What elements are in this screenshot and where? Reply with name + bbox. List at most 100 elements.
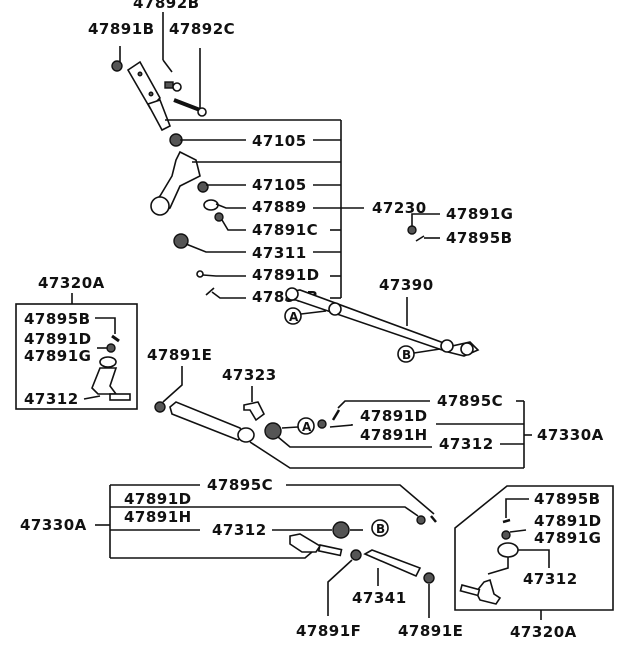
- clamp-47323: [243, 401, 266, 422]
- marker-a: A: [289, 310, 299, 324]
- washer-47889: [203, 199, 219, 211]
- leader-47311: [185, 243, 246, 253]
- label-47895B[interactable]: 47895B: [446, 229, 513, 247]
- leader-47895C-upper: [337, 400, 430, 409]
- tie-rod-end-lower: [289, 533, 322, 553]
- label-47892B[interactable]: 47892B: [133, 0, 200, 12]
- leader-47891E: [162, 366, 183, 403]
- center-link-group: 47390 A B: [284, 276, 480, 363]
- label-47891D[interactable]: 47891D: [24, 330, 92, 348]
- idler-arm-ball: [150, 196, 170, 216]
- bracket-hole: [137, 71, 143, 77]
- marker-b-lower: B: [376, 522, 385, 536]
- bracket-bottom-upper: [249, 441, 524, 469]
- label-47891E[interactable]: 47891E: [147, 346, 212, 364]
- pin-47895C-upper: [331, 409, 341, 421]
- left-box-frame: [15, 303, 138, 410]
- label-47891D[interactable]: 47891D: [252, 266, 320, 284]
- leader-47895B: [95, 317, 116, 334]
- bolt-47892B: [164, 81, 174, 89]
- nut-47891F: [350, 549, 362, 561]
- tie-rod-end-47312-right: [475, 578, 502, 605]
- leader-47892B-b: [162, 59, 173, 73]
- label-47330A-lower[interactable]: 47330A: [20, 516, 87, 534]
- leader-47895B: [211, 291, 246, 299]
- label-47341[interactable]: 47341: [352, 589, 407, 607]
- right-tie-rod-end-box: 47320A 47895B 47891D 47891G 47312: [454, 485, 614, 641]
- label-47892C[interactable]: 47892C: [169, 20, 235, 38]
- label-47895C-upper[interactable]: 47895C: [437, 392, 503, 410]
- bracket-47892A: [126, 60, 161, 110]
- label-47891D-lower[interactable]: 47891D: [124, 490, 192, 508]
- label-47390[interactable]: 47390: [379, 276, 434, 294]
- label-47891C[interactable]: 47891C: [252, 221, 318, 239]
- label-47891G[interactable]: 47891G: [446, 205, 514, 223]
- label-47889[interactable]: 47889: [252, 198, 307, 216]
- right-box-frame: [454, 485, 614, 611]
- tie-rod-tube: [169, 401, 246, 441]
- label-47891D-upper[interactable]: 47891D: [360, 407, 428, 425]
- label-47891H-upper[interactable]: 47891H: [360, 426, 428, 444]
- pin-47895B: [111, 334, 120, 343]
- left-tie-rod-end-box: 47320A 47895B 47891D 47891G 47312: [15, 274, 138, 410]
- label-47311[interactable]: 47311: [252, 244, 307, 262]
- tie-rod-thread-lower: [317, 544, 343, 557]
- label-47320A-right[interactable]: 47320A: [510, 623, 577, 641]
- center-link-joint-a: [328, 302, 342, 316]
- adjusting-sleeve-47341: [363, 549, 422, 578]
- leader-47895B-right: [505, 498, 529, 518]
- pin-47895B: [415, 235, 425, 242]
- boot-47891G-right: [497, 542, 519, 558]
- label-47312-right[interactable]: 47312: [523, 570, 578, 588]
- center-link-joint-b: [440, 339, 454, 353]
- marker-b: B: [402, 348, 411, 362]
- label-47891E-lower[interactable]: 47891E: [398, 622, 463, 640]
- bolt-head-47892B: [172, 82, 182, 92]
- label-47312-upper[interactable]: 47312: [439, 435, 494, 453]
- label-47895C-lower[interactable]: 47895C: [207, 476, 273, 494]
- label-47323[interactable]: 47323: [222, 366, 277, 384]
- label-47895B[interactable]: 47895B: [24, 310, 91, 328]
- nut-47891D-right: [501, 530, 511, 540]
- boot-47312-lower: [332, 521, 350, 539]
- label-47105-a[interactable]: 47105: [252, 132, 307, 150]
- label-47891B[interactable]: 47891B: [88, 20, 155, 38]
- leader-marker-a: [300, 310, 327, 315]
- label-47891D-right[interactable]: 47891D: [534, 512, 602, 530]
- leader-47891C: [221, 219, 246, 231]
- label-47312[interactable]: 47312: [24, 390, 79, 408]
- pin-47895C-lower: [430, 515, 437, 523]
- leader-a-upper: [281, 426, 299, 429]
- bolt-head-47892C: [197, 107, 207, 117]
- label-47895B-right[interactable]: 47895B: [534, 490, 601, 508]
- nut-47891E: [154, 401, 166, 413]
- bracket-shaft: [146, 98, 172, 132]
- loose-parts: 47891G 47895B: [407, 205, 514, 247]
- boot-47891G: [99, 356, 117, 368]
- label-47320A-left[interactable]: 47320A: [38, 274, 105, 292]
- marker-b-circle-lower: [371, 519, 389, 537]
- leader-stud-right: [487, 557, 509, 575]
- leader-47891D: [202, 274, 246, 277]
- label-47105-b[interactable]: 47105: [252, 176, 307, 194]
- bushing-47105-lower: [197, 181, 209, 193]
- nut-47891D-lower: [416, 515, 426, 525]
- label-47891G-right[interactable]: 47891G: [534, 529, 602, 547]
- label-47230[interactable]: 47230: [372, 199, 427, 217]
- leader-47312-right: [518, 549, 550, 568]
- leader-marker-b: [413, 348, 441, 354]
- nut-47891D: [196, 270, 204, 278]
- nut-47891D-upper: [317, 419, 327, 429]
- leader-47891D-upper: [329, 424, 353, 428]
- bracket-hole: [148, 91, 154, 97]
- label-47330A-upper[interactable]: 47330A: [537, 426, 604, 444]
- leader-47312-upper: [277, 436, 432, 448]
- bolt-47892C: [173, 98, 201, 112]
- label-47891F[interactable]: 47891F: [296, 622, 361, 640]
- label-47891H-lower[interactable]: 47891H: [124, 508, 192, 526]
- label-47312-lower[interactable]: 47312: [212, 521, 267, 539]
- leader-47889: [215, 203, 246, 209]
- leader-47891D-right: [509, 529, 527, 533]
- label-47891G[interactable]: 47891G: [24, 347, 92, 365]
